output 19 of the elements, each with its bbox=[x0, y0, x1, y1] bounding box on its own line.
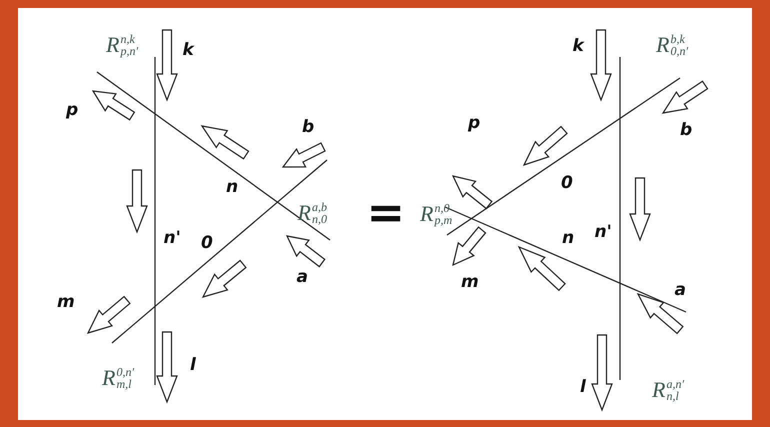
index-label: 0 bbox=[201, 234, 213, 252]
index-label: n' bbox=[594, 224, 612, 240]
index-label: p bbox=[66, 102, 78, 118]
index-label: k bbox=[182, 42, 194, 58]
index-label: p bbox=[468, 114, 480, 132]
index-label: 0 bbox=[561, 174, 573, 192]
index-label: n bbox=[226, 178, 238, 196]
index-label: n' bbox=[164, 230, 181, 246]
index-label: m bbox=[461, 274, 479, 290]
equals-sign: = bbox=[366, 189, 406, 235]
index-label: m bbox=[57, 294, 75, 310]
index-label: b bbox=[680, 122, 692, 138]
index-label: a bbox=[296, 268, 308, 286]
index-label: l bbox=[580, 378, 586, 396]
index-label: l bbox=[190, 356, 196, 374]
index-label: b bbox=[302, 118, 314, 136]
index-label: a bbox=[674, 282, 686, 298]
index-label: n bbox=[562, 230, 574, 246]
index-label: k bbox=[572, 38, 584, 54]
